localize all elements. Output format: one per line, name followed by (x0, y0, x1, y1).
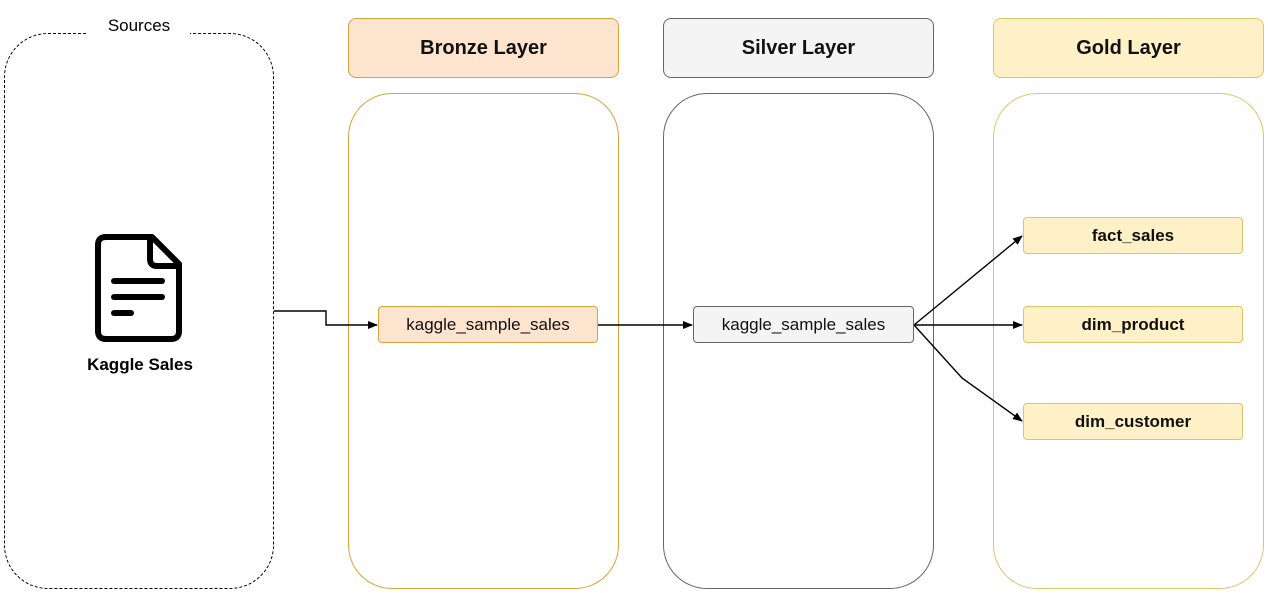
bronze-layer-header: Bronze Layer (348, 18, 619, 78)
kaggle-sales-label: Kaggle Sales (87, 355, 193, 374)
document-icon (94, 233, 184, 345)
sources-label: Sources (88, 14, 190, 38)
bronze-table-kaggle-sample-sales: kaggle_sample_sales (378, 306, 598, 343)
gold-table-dim-customer: dim_customer (1023, 403, 1243, 440)
gold-table-dim-product: dim_product (1023, 306, 1243, 343)
gold-table-fact-sales: fact_sales (1023, 217, 1243, 254)
silver-table-kaggle-sample-sales: kaggle_sample_sales (693, 306, 914, 343)
gold-layer-header: Gold Layer (993, 18, 1264, 78)
silver-layer-header: Silver Layer (663, 18, 934, 78)
